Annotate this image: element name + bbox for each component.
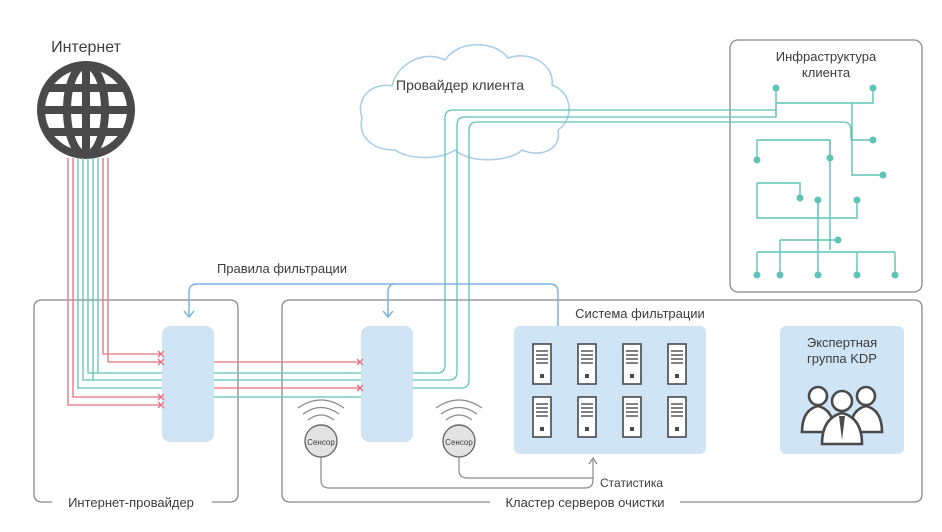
blocked-x-marks [157,350,364,409]
server-icon [667,343,687,385]
client-network-nodes [753,84,899,279]
cluster-filter-block [361,326,413,442]
server-icon [577,396,597,438]
server-icon [577,343,597,385]
arrow-up-icon [588,456,598,465]
wifi-waves-icon [307,414,335,421]
filter-rules-branch [387,283,396,316]
isp-filter-block [162,326,214,442]
provider-client-label: Провайдер клиента [396,77,524,93]
wifi-waves-icon [445,414,473,421]
people-icon [800,385,884,446]
attack-traffic-lines [67,158,361,406]
server-icon [622,343,642,385]
cluster-box [281,299,923,503]
server-icon [532,343,552,385]
server-icon [622,396,642,438]
globe-icon [37,61,135,159]
cluster-label: Кластер серверов очистки [505,495,664,510]
arrow-down-icon [382,310,394,319]
clean-traffic-lines [77,104,852,398]
expert-label-line1: Экспертная [807,335,877,350]
infrastructure-label-line2: клиента [802,65,851,80]
sensor-1-label: Сенсор [307,438,335,447]
sensor-1: Сенсор [297,399,345,458]
client-infrastructure-box [729,39,923,293]
server-icon [667,396,687,438]
cloud-icon [359,43,570,161]
infrastructure-label-line1: Инфраструктура [776,49,877,64]
client-network-tree [756,88,896,275]
filter-system-label: Система фильтрации [575,306,705,321]
internet-label: Интернет [51,39,121,56]
server-icon [532,396,552,438]
filter-rules-label: Правила фильтрации [217,261,347,276]
sensor-2: Сенсор [435,399,483,458]
filter-rules-line [188,283,559,326]
statistics-lines [320,457,594,489]
server-icons [532,343,687,438]
expert-label-line2: группа KDP [807,351,877,366]
isp-label: Интернет-провайдер [68,495,194,510]
statistics-label: Статистика [600,476,663,490]
isp-box [33,299,239,503]
sensor-2-label: Сенсор [445,438,473,447]
filter-system-panel [514,326,706,454]
arrow-down-icon [183,310,195,319]
